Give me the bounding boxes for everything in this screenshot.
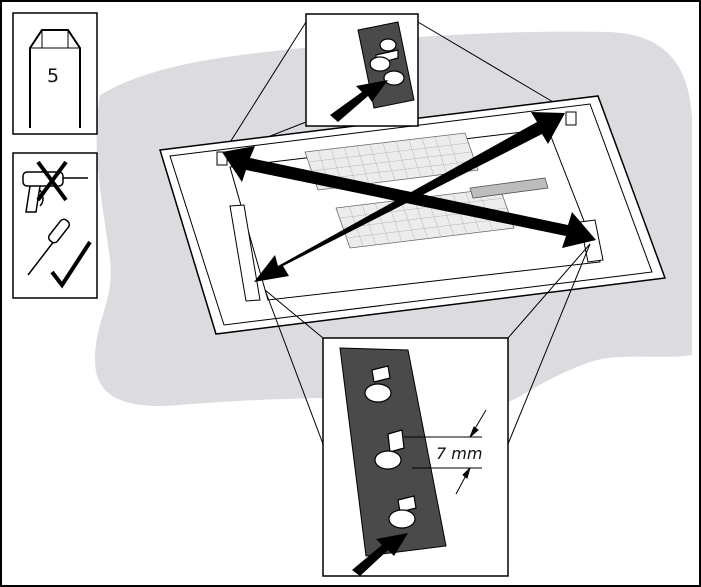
callout-lines-bottom xyxy=(264,243,591,445)
detail-bottom: 7 mm xyxy=(322,337,509,577)
tools-box xyxy=(12,152,98,299)
insert-arrow-icon xyxy=(330,80,388,122)
insert-arrow-icon-bottom xyxy=(352,533,408,576)
screwdriver-icon xyxy=(27,218,71,276)
dimension-marker xyxy=(404,409,487,495)
step-box: 5 xyxy=(12,12,98,135)
screw-icon-upper xyxy=(364,365,392,403)
forbidden-cross-icon xyxy=(36,160,68,202)
arrow-top-right-bottom-left xyxy=(254,112,565,282)
checkmark-icon xyxy=(50,240,92,289)
screw-icon xyxy=(369,38,405,86)
screw-icon-middle xyxy=(374,429,405,470)
step-number: 5 xyxy=(47,65,59,87)
diagonal-arrows xyxy=(222,112,596,282)
detail-top xyxy=(305,13,419,127)
dimension-label: 7 mm xyxy=(436,444,482,463)
screw-icon-lower xyxy=(388,495,417,529)
